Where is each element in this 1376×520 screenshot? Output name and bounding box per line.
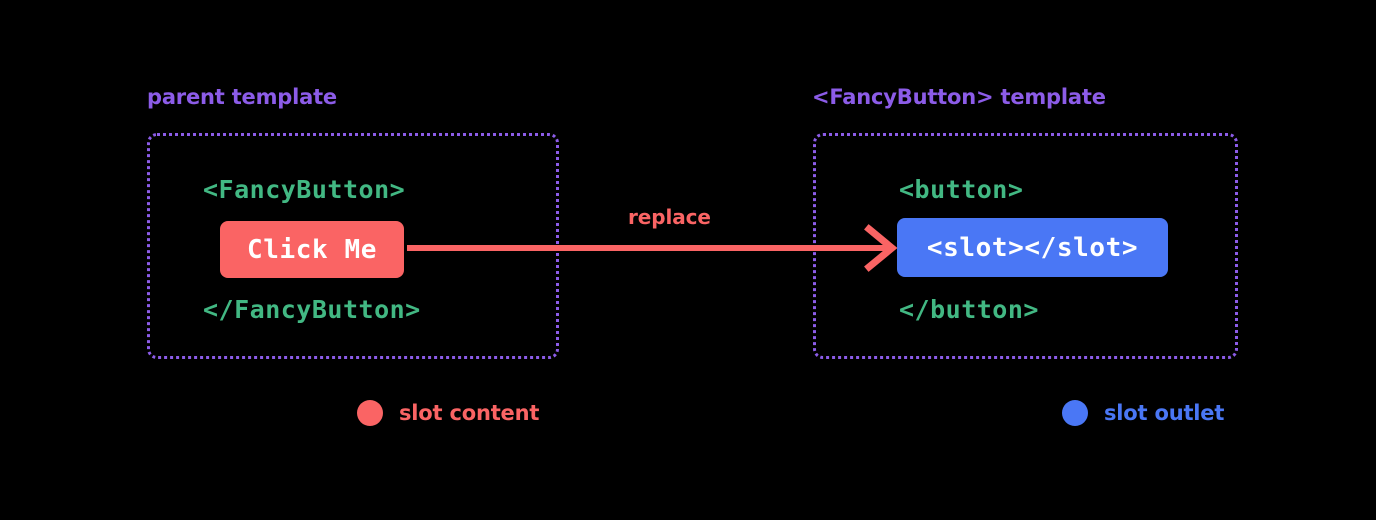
replace-arrow-label: replace: [628, 205, 711, 229]
parent-template-caption: parent template: [147, 85, 337, 109]
code-open-tag-fancybutton: <FancyButton>: [203, 175, 406, 204]
slot-content-dot-icon: [357, 400, 383, 426]
fancybutton-template-caption: <FancyButton> template: [812, 85, 1106, 109]
slot-outlet-dot-icon: [1062, 400, 1088, 426]
slot-outlet-chip[interactable]: <slot></slot>: [897, 218, 1168, 277]
code-close-tag-fancybutton: </FancyButton>: [203, 295, 421, 324]
legend-label-slot-outlet: slot outlet: [1104, 401, 1225, 425]
code-open-tag-button: <button>: [899, 175, 1024, 204]
slot-content-chip[interactable]: Click Me: [220, 221, 404, 278]
legend-label-slot-content: slot content: [399, 401, 540, 425]
code-close-tag-button: </button>: [899, 295, 1039, 324]
legend-item-slot-outlet: slot outlet: [1062, 400, 1224, 426]
legend-item-slot-content: slot content: [357, 400, 539, 426]
